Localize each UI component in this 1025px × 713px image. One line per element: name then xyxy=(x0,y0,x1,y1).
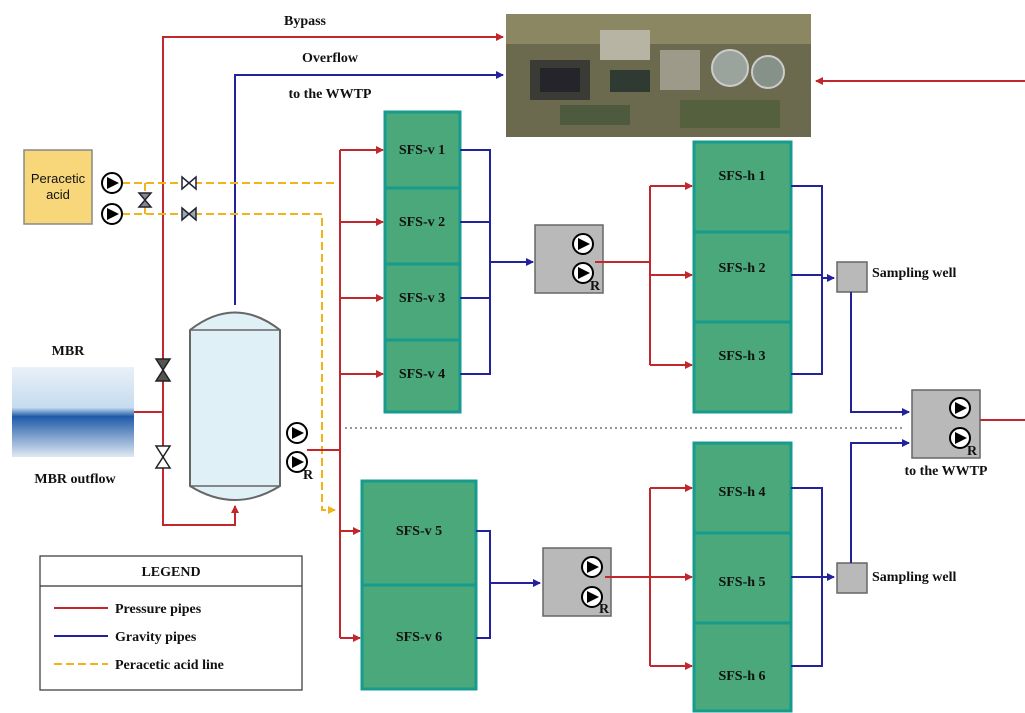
pump-station-final: R xyxy=(911,389,981,459)
pump-r-label: R xyxy=(303,468,314,483)
valve-icon xyxy=(181,206,197,222)
svg-text:SFS-h 5: SFS-h 5 xyxy=(718,575,765,590)
valve-icon xyxy=(154,445,172,469)
mbr-to-tank-pipe xyxy=(162,470,239,526)
pump-icon xyxy=(101,203,123,225)
svg-text:SFS-h 3: SFS-h 3 xyxy=(718,349,765,364)
pump-icon xyxy=(286,422,308,444)
filter-sfs-v-5: SFS-v 5 xyxy=(360,479,478,587)
to-wwtp-right-label: to the WWTP xyxy=(905,464,988,479)
legend-item-gravity: Gravity pipes xyxy=(115,630,197,645)
svg-text:R: R xyxy=(590,279,601,294)
to-wwtp-top-label: to the WWTP xyxy=(289,87,372,102)
peracetic-label-2: acid xyxy=(46,187,70,202)
valve-icon xyxy=(181,175,197,191)
valve-icon xyxy=(154,358,172,382)
svg-text:R: R xyxy=(967,444,978,459)
filter-sfs-h-6: SFS-h 6 xyxy=(692,621,793,713)
peracetic-acid-tank xyxy=(23,149,93,225)
legend-item-pressure: Pressure pipes xyxy=(115,602,202,617)
filter-sfs-v-3: SFS-v 3 xyxy=(383,262,462,342)
svg-text:SFS-h 4: SFS-h 4 xyxy=(718,485,765,500)
filter-sfs-v-4: SFS-v 4 xyxy=(383,338,462,414)
bypass-label: Bypass xyxy=(284,14,327,29)
svg-text:SFS-v 2: SFS-v 2 xyxy=(399,215,445,230)
pump-station-2: R xyxy=(542,547,612,617)
valve-icon xyxy=(137,192,153,208)
sampling-well-2-label: Sampling well xyxy=(872,570,957,585)
overflow-label: Overflow xyxy=(302,51,359,66)
svg-text:SFS-v 1: SFS-v 1 xyxy=(399,143,445,158)
sampling-well-1-label: Sampling well xyxy=(872,266,957,281)
filter-sfs-h-1: SFS-h 1 xyxy=(692,140,793,234)
sampling-well-2 xyxy=(836,562,868,594)
legend-item-acid: Peracetic acid line xyxy=(115,658,224,673)
v-top-collector xyxy=(460,149,491,375)
pump-icon xyxy=(286,451,308,473)
mbr-label: MBR xyxy=(52,344,86,359)
filter-sfs-h-5: SFS-h 5 xyxy=(692,531,793,625)
sampling-well-1 xyxy=(836,261,868,293)
svg-text:SFS-h 2: SFS-h 2 xyxy=(718,261,765,276)
legend-title: LEGEND xyxy=(141,565,200,580)
pump-station-1: R xyxy=(534,224,604,294)
svg-text:SFS-h 6: SFS-h 6 xyxy=(718,669,765,684)
svg-text:SFS-v 4: SFS-v 4 xyxy=(399,367,445,382)
filter-sfs-h-2: SFS-h 2 xyxy=(692,230,793,324)
bypass-pipe xyxy=(162,33,504,470)
svg-text:SFS-v 3: SFS-v 3 xyxy=(399,291,445,306)
mbr-outflow-label: MBR outflow xyxy=(34,472,116,487)
svg-text:SFS-h 1: SFS-h 1 xyxy=(718,169,765,184)
storage-tank xyxy=(189,311,281,501)
aerial-photo-wwtp xyxy=(506,14,811,137)
mbr-photo xyxy=(12,367,134,457)
filter-sfs-v-1: SFS-v 1 xyxy=(383,110,462,190)
svg-text:R: R xyxy=(599,602,610,617)
svg-text:SFS-v 6: SFS-v 6 xyxy=(396,630,442,645)
overflow-pipe xyxy=(234,71,504,305)
filter-sfs-v-2: SFS-v 2 xyxy=(383,186,462,266)
svg-text:SFS-v 5: SFS-v 5 xyxy=(396,524,442,539)
peracetic-label-1: Peracetic xyxy=(31,171,86,186)
pump-icon xyxy=(101,172,123,194)
filter-sfs-h-4: SFS-h 4 xyxy=(692,441,793,535)
filter-sfs-v-6: SFS-v 6 xyxy=(360,583,478,691)
acid-line-2 xyxy=(122,213,336,514)
filter-sfs-h-3: SFS-h 3 xyxy=(692,320,793,414)
legend: LEGEND Pressure pipes Gravity pipes Pera… xyxy=(39,555,303,691)
